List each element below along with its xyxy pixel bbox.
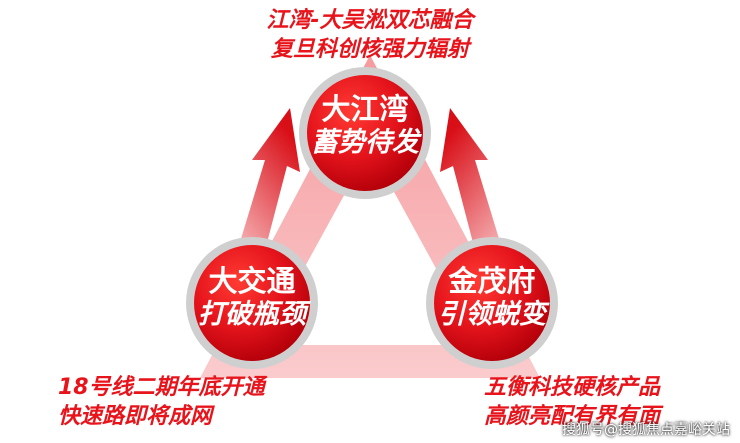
caption-top: 江湾-大吴淞双芯融合 复旦科创核强力辐射 bbox=[0, 6, 740, 64]
watermark: 搜狐号@搜狐焦点嘉峪关站 bbox=[562, 422, 730, 438]
node-left-title: 大交通 bbox=[208, 264, 296, 298]
node-circle-left bbox=[186, 237, 318, 369]
node-right-label: 金茂府 引领蜕变 bbox=[427, 264, 557, 332]
node-circle-right bbox=[426, 237, 558, 369]
node-right-subtitle: 引领蜕变 bbox=[438, 299, 546, 330]
node-top-label: 大江湾 蓄势待发 bbox=[300, 92, 430, 160]
arrow-right-up bbox=[440, 108, 504, 262]
node-top-subtitle: 蓄势待发 bbox=[311, 127, 419, 158]
caption-left: 18号线二期年底开通 快速路即将成网 bbox=[58, 373, 265, 431]
node-circle-top bbox=[299, 67, 431, 199]
arrow-left-up bbox=[236, 108, 300, 262]
caption-left-line2: 快速路即将成网 bbox=[58, 404, 213, 429]
caption-right-line1: 五衡科技硬核产品 bbox=[484, 375, 661, 400]
caption-top-line2: 复旦科创核强力辐射 bbox=[270, 37, 469, 62]
node-left-label: 大交通 打破瓶颈 bbox=[187, 264, 317, 332]
node-left-subtitle: 打破瓶颈 bbox=[198, 299, 306, 330]
caption-right-line2: 高颜亮配有界有面 bbox=[484, 404, 661, 429]
caption-right: 五衡科技硬核产品 高颜亮配有界有面 bbox=[484, 373, 660, 431]
node-top-title: 大江湾 bbox=[321, 92, 409, 126]
node-right-title: 金茂府 bbox=[448, 264, 536, 298]
caption-left-line1: 18号线二期年底开通 bbox=[58, 375, 265, 400]
caption-top-line1: 江湾-大吴淞双芯融合 bbox=[266, 8, 474, 33]
